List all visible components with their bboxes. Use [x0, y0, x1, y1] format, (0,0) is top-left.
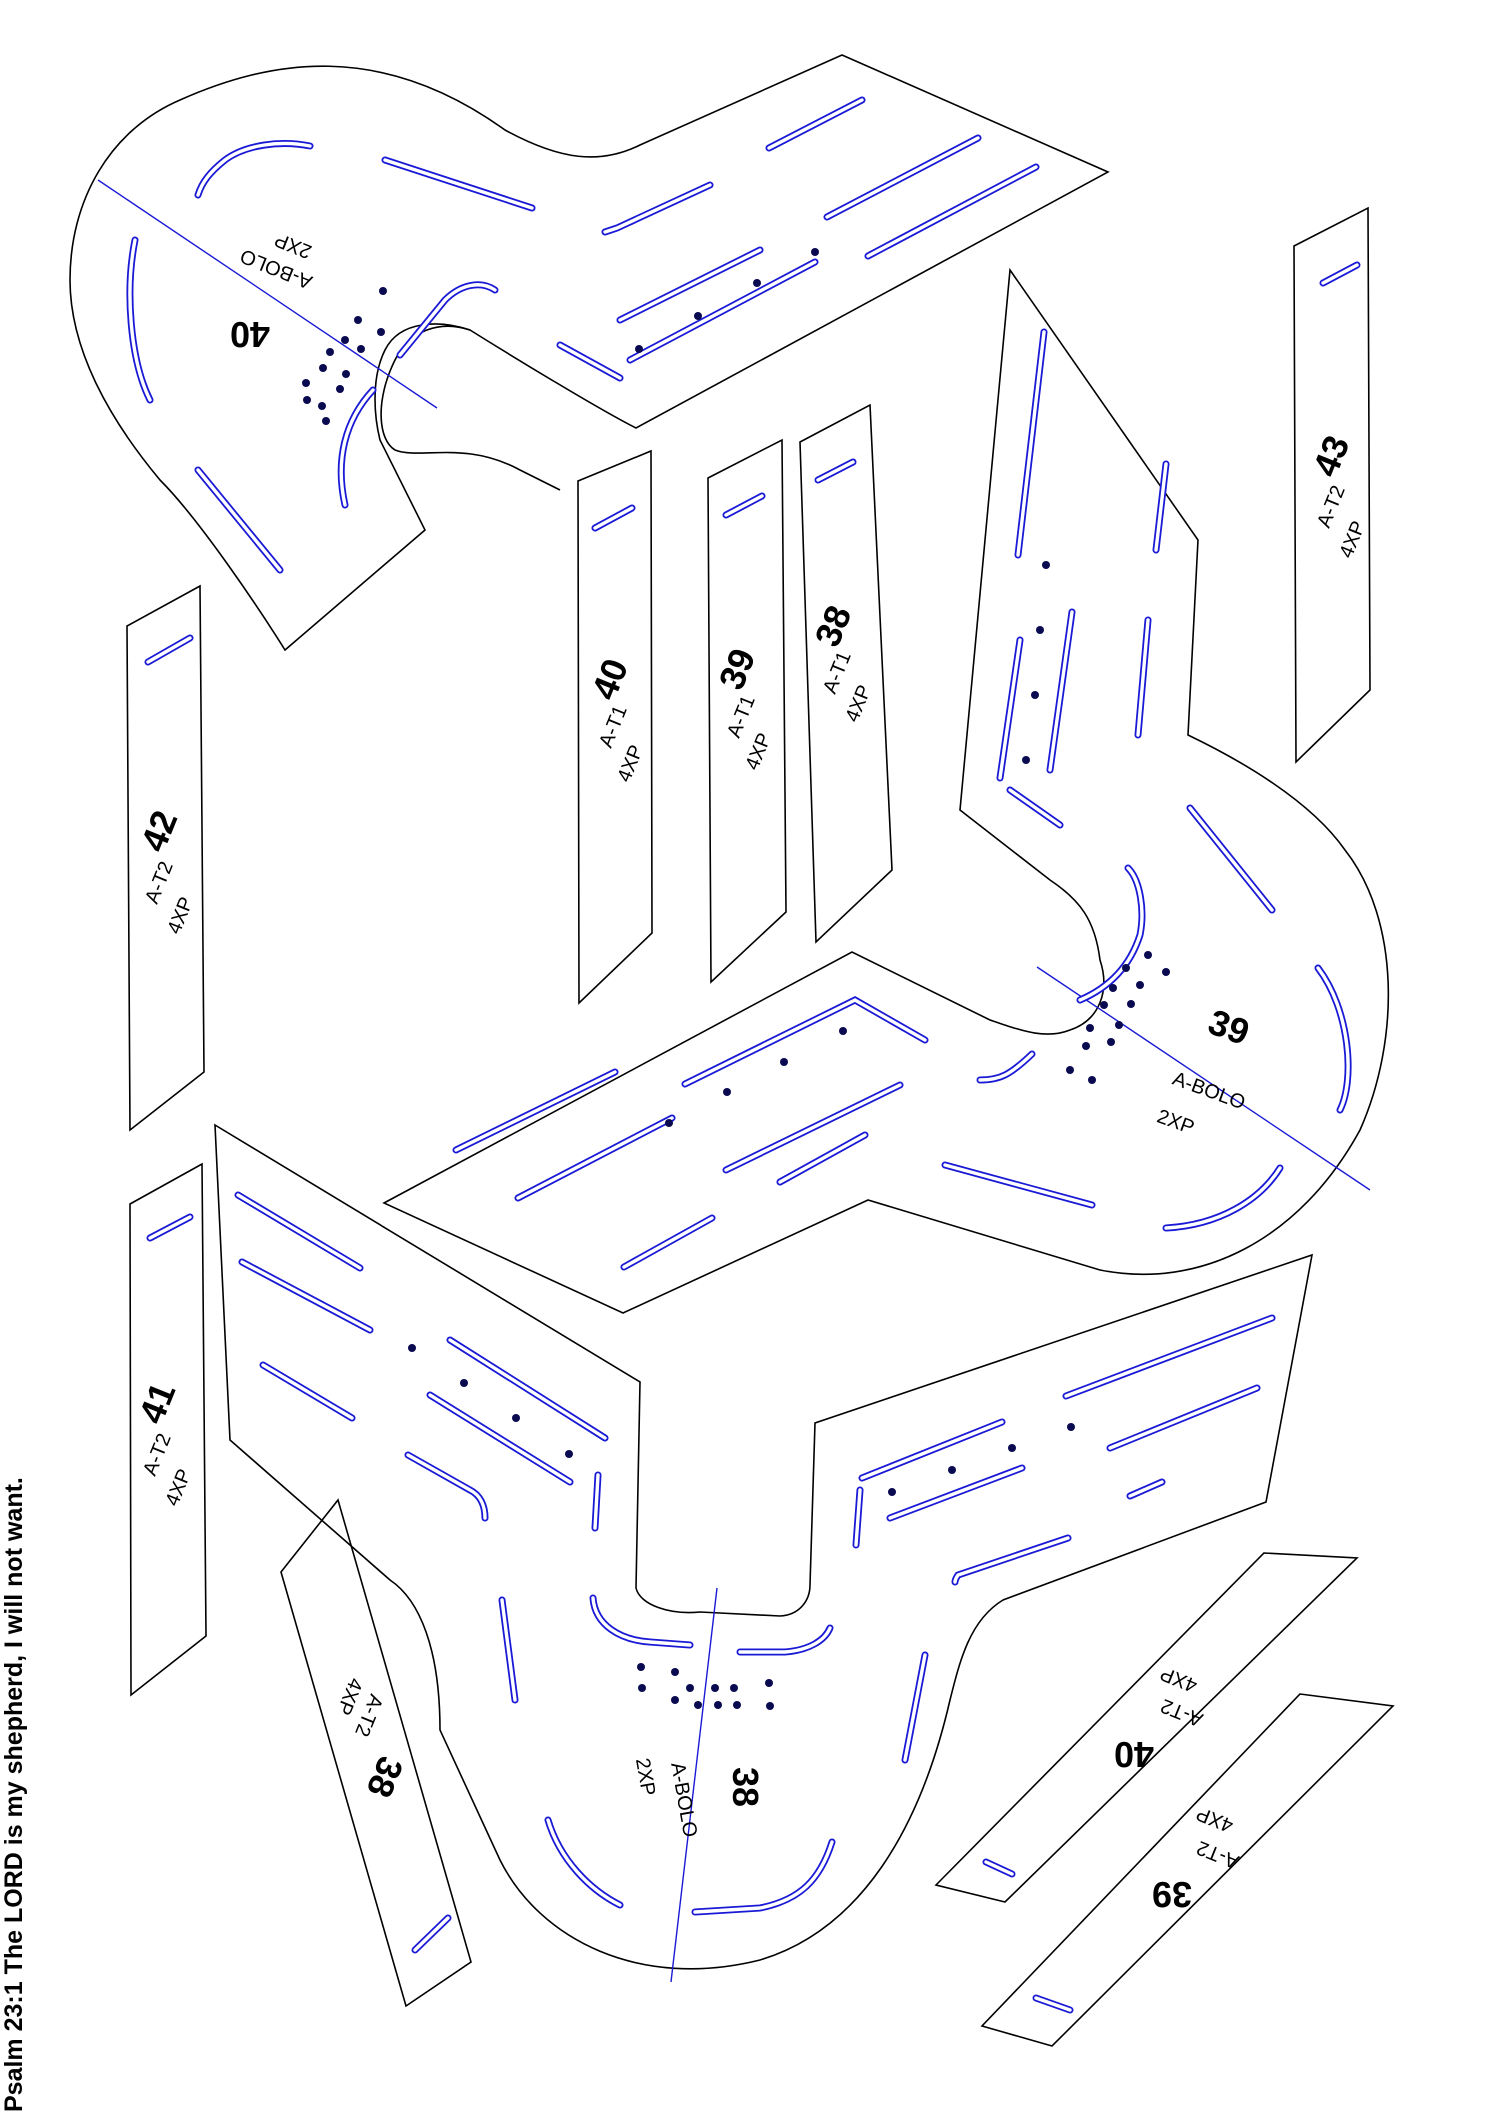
part-t1-38-number: 38 — [806, 600, 859, 652]
part-t2-43: 43 A-T2 4XP — [1293, 206, 1371, 764]
part-bolo-40-slots — [126, 96, 1040, 574]
part-t1-38-qty: 4XP — [841, 682, 876, 725]
part-t1-38: 38 A-T1 4XP — [799, 403, 893, 944]
part-bolo-39-outline — [382, 267, 1390, 1314]
part-t1-39-outline — [707, 438, 787, 984]
part-t2-39: 39 A-T2 4XP — [980, 1693, 1395, 2047]
part-t2-40-qty: 4XP — [1157, 1662, 1200, 1697]
part-bolo-39: 39 A-BOLO 2XP — [382, 267, 1390, 1314]
part-bolo-38-holes — [408, 1344, 1075, 1710]
part-t2-41: 41 A-T2 4XP — [129, 1162, 207, 1697]
part-bolo-38-qty: 2XP — [631, 1756, 659, 1797]
part-bolo-40-holes — [302, 248, 819, 425]
part-t2-40-outline — [934, 1552, 1359, 1903]
part-t2-43-qty: 4XP — [1335, 518, 1370, 561]
part-bolo-40-axis — [97, 179, 438, 409]
part-bolo-38-number: 38 — [725, 1767, 766, 1807]
part-t2-39-name: A-T2 — [1194, 1836, 1242, 1873]
part-bolo-38-outline — [214, 1123, 1314, 1970]
part-t2-41-number: 41 — [130, 1377, 183, 1429]
part-t2-43-name: A-T2 — [1313, 482, 1350, 530]
part-bolo-39-holes — [665, 561, 1170, 1127]
part-bolo-40-outline — [69, 54, 1110, 652]
part-t2-38: 38 A-T2 4XP — [280, 1498, 472, 2008]
part-bolo-40-qty: 2XP — [272, 228, 315, 263]
part-t2-42: 42 A-T2 4XP — [126, 584, 205, 1132]
part-t2-39-qty: 4XP — [1193, 1802, 1236, 1837]
part-t1-38-name: A-T1 — [819, 648, 856, 696]
part-t1-40-outline — [577, 449, 653, 1005]
part-t2-38-outline — [280, 1498, 472, 2008]
part-bolo-38-slots — [234, 1191, 1276, 1916]
part-bolo-40: 40 A-BOLO 2XP — [69, 54, 1110, 652]
part-t2-39-number: 39 — [1152, 1874, 1192, 1915]
part-t2-40: 40 A-T2 4XP — [934, 1552, 1359, 1903]
part-t2-41-name: A-T2 — [139, 1430, 176, 1478]
part-bolo-39-name: A-BOLO — [1170, 1068, 1249, 1115]
part-bolo-39-axis — [1036, 966, 1371, 1191]
part-bolo-38-axis — [670, 1587, 718, 1983]
part-t2-43-outline — [1293, 206, 1371, 764]
part-t2-39-outline — [980, 1693, 1395, 2047]
part-bolo-39-qty: 2XP — [1154, 1106, 1197, 1140]
part-t1-39: 39 A-T1 4XP — [707, 438, 787, 984]
part-bolo-39-slots — [452, 328, 1352, 1271]
part-t2-40-name: A-T2 — [1158, 1694, 1206, 1731]
part-bolo-39-number: 39 — [1203, 1001, 1255, 1053]
part-t2-42-outline — [126, 584, 205, 1132]
part-t2-42-name: A-T2 — [141, 858, 178, 906]
part-bolo-38: 38 A-BOLO 2XP — [214, 1123, 1314, 1983]
part-t2-38-number: 38 — [359, 1751, 412, 1803]
part-t1-40-number: 40 — [583, 653, 636, 705]
part-t1-39-qty: 4XP — [741, 730, 776, 773]
part-t1-39-number: 39 — [710, 643, 763, 695]
part-t2-41-qty: 4XP — [161, 1466, 196, 1509]
part-t2-43-number: 43 — [1304, 430, 1357, 482]
part-bolo-40-number: 40 — [230, 314, 270, 355]
part-t2-40-number: 40 — [1114, 1734, 1154, 1775]
part-t1-40: 40 A-T1 4XP — [577, 449, 653, 1005]
part-t2-42-number: 42 — [132, 805, 185, 857]
verse-caption: Psalm 23:1 The LORD is my shepherd, I wi… — [0, 1477, 28, 2112]
part-t1-40-qty: 4XP — [613, 742, 648, 785]
part-t1-38-outline — [799, 403, 893, 944]
part-t2-42-qty: 4XP — [163, 894, 198, 937]
part-t2-41-outline — [129, 1162, 207, 1697]
